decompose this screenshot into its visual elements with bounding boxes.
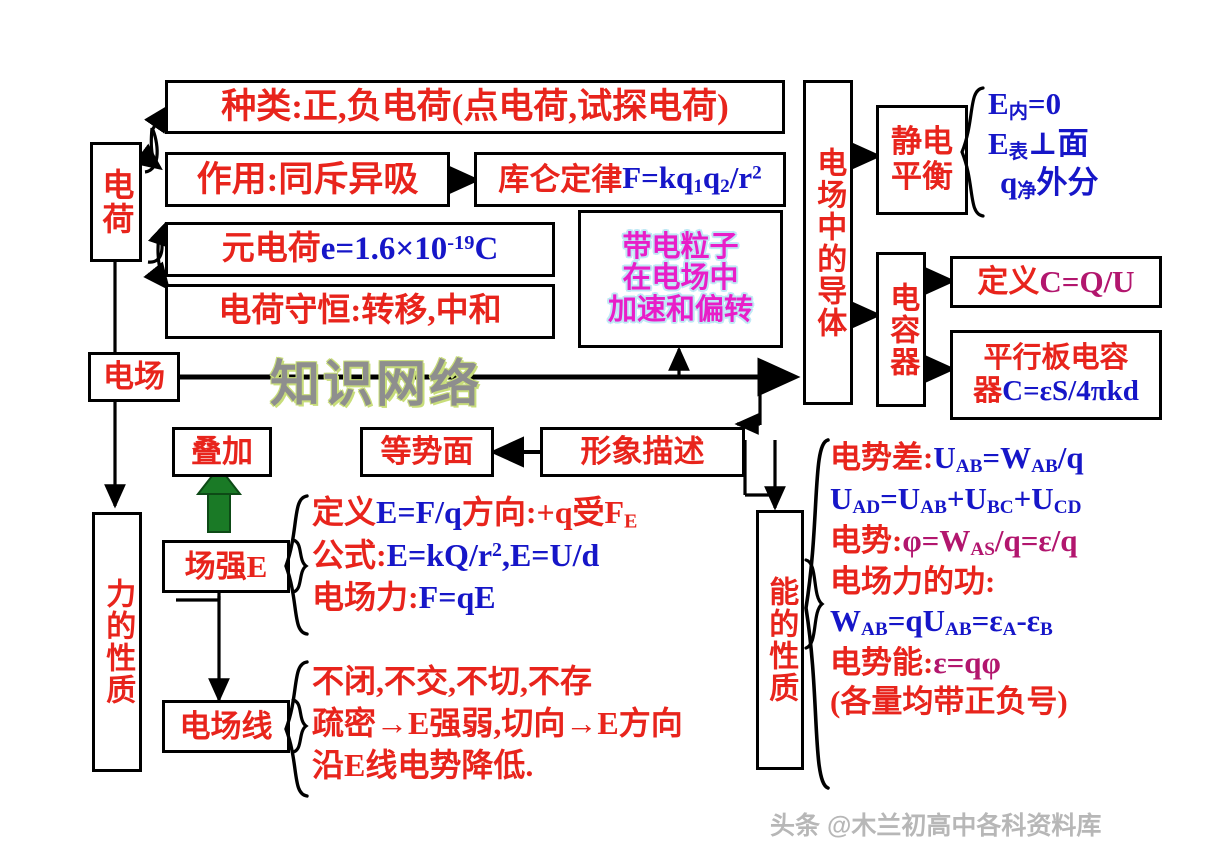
watermark-center: 知识网络 — [270, 356, 482, 412]
node-coulomb-law-formula: F=kq1q2/r2 — [622, 160, 762, 198]
electrostatic-equilibrium-equations: E内=0 E表⊥面 q净外分 — [988, 85, 1098, 204]
energy-line-potential-difference: 电势差:UAB=WAB/q — [830, 440, 1084, 478]
electrostatic-eq-line-2: 平衡 — [891, 159, 953, 194]
node-field-label: 电场 — [103, 359, 165, 395]
node-field-lines[interactable]: 电场线 — [162, 700, 290, 753]
field-lines-line-3: 沿E线电势降低. — [312, 747, 534, 784]
eq-line-2: E表⊥面 — [988, 125, 1089, 163]
electrostatic-eq-line-1: 静电 — [891, 124, 953, 160]
node-conductor-in-field-label: 电场中的导体 — [812, 146, 846, 339]
capacitance-definition-formula: C=Q/U — [1039, 264, 1135, 300]
energy-line-note: (各量均带正负号) — [830, 683, 1068, 719]
energy-line-work-label: 电场力的功: — [830, 564, 996, 600]
node-parallel-plate[interactable]: 平行板电容 器C=εS/4πkd — [950, 330, 1162, 420]
field-strength-line-1: 定义E=F/q方向:+q受FE — [312, 494, 638, 533]
node-force-property-label: 力的性质 — [101, 578, 135, 706]
field-lines-line-1: 不闭,不交,不切,不存 — [312, 663, 593, 699]
energy-formula-group: 电势差:UAB=WAB/q UAD=UAB+UBC+UCD 电势:φ=WAS/q… — [830, 438, 1084, 721]
node-charge-action-label: 作用:同斥异吸 — [196, 159, 419, 199]
parallel-plate-line-1: 平行板电容 — [983, 341, 1129, 374]
node-charge-conservation-label: 电荷守恒:转移,中和 — [218, 292, 502, 329]
node-charge-action[interactable]: 作用:同斥异吸 — [165, 152, 450, 207]
node-capacitor[interactable]: 电容器 — [876, 252, 926, 407]
node-charge-kinds-label: 种类:正,负电荷(点电荷,试探电荷) — [221, 87, 729, 127]
node-force-property[interactable]: 力的性质 — [92, 512, 142, 772]
node-visual-description-label: 形象描述 — [580, 434, 705, 470]
node-capacitor-label: 电容器 — [885, 281, 919, 378]
node-field-strength-label: 场强E — [184, 548, 268, 584]
node-electrostatic-equilibrium[interactable]: 静电 平衡 — [876, 105, 968, 215]
node-charge-conservation[interactable]: 电荷守恒:转移,中和 — [165, 284, 555, 339]
parallel-plate-line-2: 器C=εS/4πkd — [973, 375, 1139, 407]
watermark-bottom: 头条 @木兰初高中各科资料库 — [770, 812, 1102, 840]
energy-line-uad: UAD=UAB+UBC+UCD — [830, 481, 1082, 519]
charged-particle-line-2: 在电场中 — [622, 262, 739, 295]
energy-line-potential: 电势:φ=WAS/q=ε/q — [830, 522, 1078, 561]
field-strength-line-3: 电场力:F=qE — [312, 578, 496, 615]
node-superposition[interactable]: 叠加 — [172, 427, 272, 477]
node-visual-description[interactable]: 形象描述 — [540, 427, 745, 477]
node-field[interactable]: 电场 — [88, 352, 180, 402]
node-charge-label: 电荷 — [98, 168, 135, 236]
charged-particle-line-1: 带电粒子 — [622, 230, 739, 263]
node-energy-property[interactable]: 能的性质 — [756, 510, 804, 770]
node-equipotential-surface-label: 等势面 — [380, 434, 474, 470]
node-charged-particle[interactable]: 带电粒子 在电场中 加速和偏转 — [578, 210, 783, 348]
node-conductor-in-field[interactable]: 电场中的导体 — [803, 80, 853, 405]
energy-line-work-formula: WAB=qUAB=εA-εB — [830, 603, 1053, 641]
node-energy-property-label: 能的性质 — [764, 576, 798, 704]
field-strength-formula-group: 定义E=F/q方向:+q受FE 公式:E=kQ/r2,E=U/d 电场力:F=q… — [312, 492, 637, 618]
eq-line-1: E内=0 — [988, 86, 1062, 124]
node-elementary-charge-formula: e=1.6×10-19C — [320, 230, 499, 267]
field-lines-properties-group: 不闭,不交,不切,不存 疏密→E强弱,切向→E方向 沿E线电势降低. — [312, 660, 683, 787]
charged-particle-line-3: 加速和偏转 — [607, 293, 753, 326]
node-elementary-charge-label: 元电荷 — [221, 230, 321, 267]
field-lines-line-2: 疏密→E强弱,切向→E方向 — [312, 705, 683, 742]
node-field-lines-label: 电场线 — [179, 708, 273, 744]
node-charge[interactable]: 电荷 — [90, 142, 142, 262]
energy-line-potential-energy: 电势能:ε=qφ — [830, 644, 1001, 680]
field-strength-line-2: 公式:E=kQ/r2,E=U/d — [312, 537, 600, 574]
node-charge-kinds[interactable]: 种类:正,负电荷(点电荷,试探电荷) — [165, 80, 785, 134]
capacitance-definition-label: 定义 — [977, 264, 1040, 300]
node-superposition-label: 叠加 — [191, 434, 253, 470]
eq-line-3: q净外分 — [1000, 165, 1099, 203]
node-equipotential-surface[interactable]: 等势面 — [360, 427, 494, 477]
node-field-strength[interactable]: 场强E — [162, 540, 290, 593]
node-coulomb-law-label: 库仑定律 — [498, 161, 623, 197]
